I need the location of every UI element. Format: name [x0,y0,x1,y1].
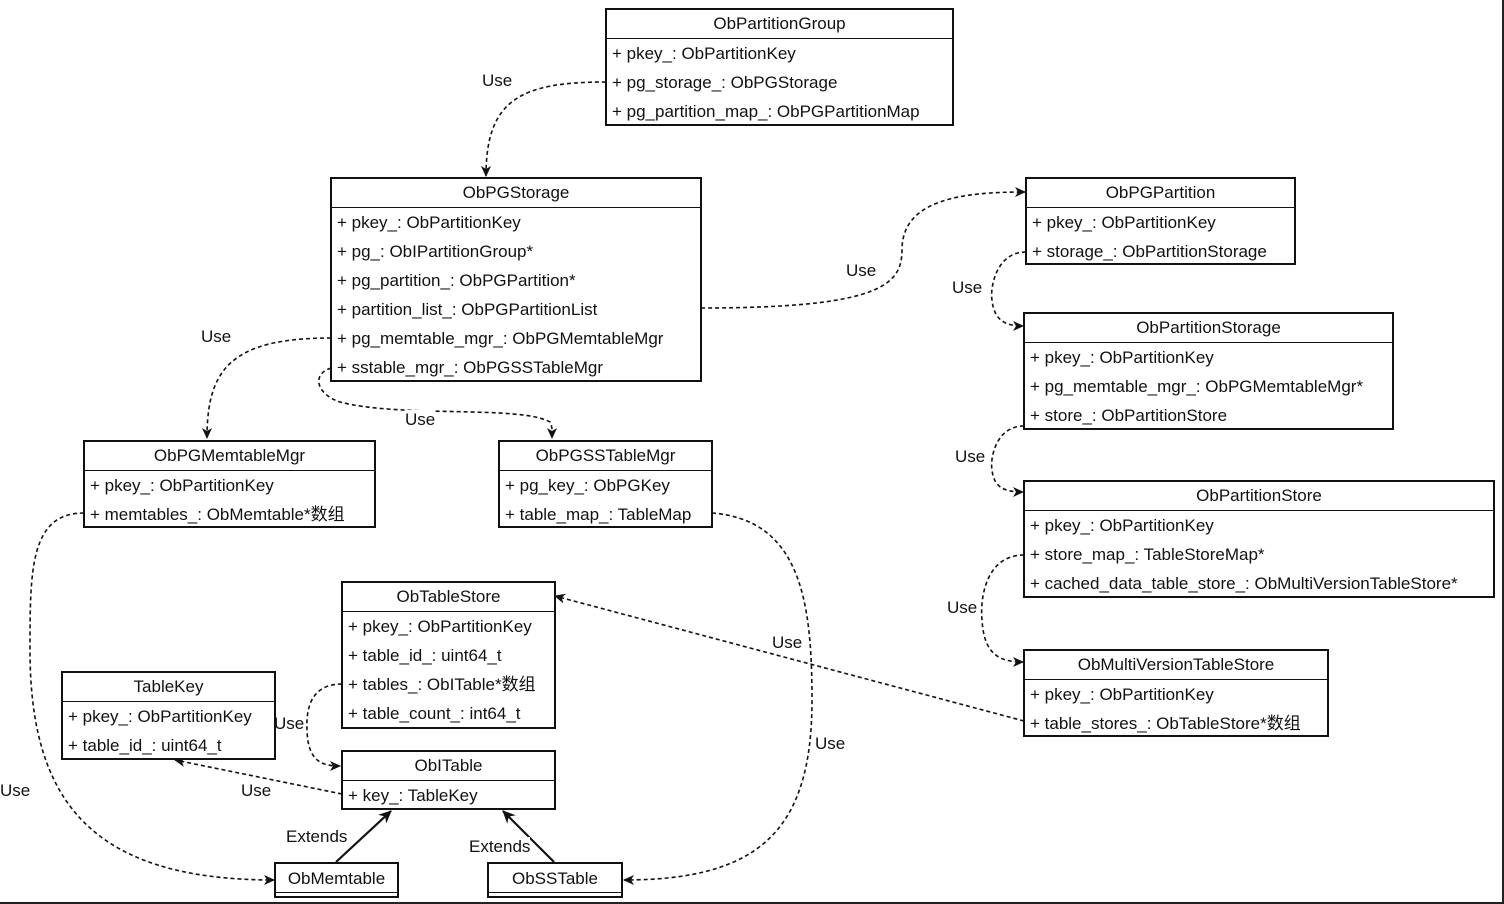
class-name: ObSSTable [512,869,598,888]
edge-itable-to-tablekey [174,757,343,795]
class-box-ob-partition-group[interactable]: ObPartitionGroup + pkey_: ObPartitionKey… [605,8,954,126]
edge-sstable-extends-itable [502,810,555,863]
class-box-ob-multi-version-table-store[interactable]: ObMultiVersionTableStore + pkey_: ObPart… [1023,649,1329,737]
class-box-ob-partition-store[interactable]: ObPartitionStore + pkey_: ObPartitionKey… [1023,480,1495,598]
class-attribute: + sstable_mgr_: ObPGSSTableMgr [337,358,603,377]
edge-partitionstorage-to-partitionstore [990,425,1025,497]
class-box-ob-sstable[interactable]: ObSSTable [487,862,623,898]
edge-label-use: Use [405,410,436,430]
class-box-ob-pg-storage[interactable]: ObPGStorage + pkey_: ObPartitionKey + pg… [330,177,702,382]
edge-memtable-extends-itable [335,810,392,863]
class-attribute: + pg_partition_map_: ObPGPartitionMap [612,102,920,121]
class-box-ob-i-table[interactable]: ObITable + key_: TableKey [341,750,556,810]
class-box-ob-pg-sstable-mgr[interactable]: ObPGSSTableMgr + pg_key_: ObPGKey + tabl… [498,440,713,528]
class-box-ob-memtable[interactable]: ObMemtable [274,862,399,898]
class-box-table-key[interactable]: TableKey + pkey_: ObPartitionKey + table… [61,671,276,760]
edge-label-use: Use [815,734,846,754]
edge-memtablemgr-to-memtable [29,512,275,885]
class-name: ObMultiVersionTableStore [1025,651,1327,680]
class-box-ob-pg-memtable-mgr[interactable]: ObPGMemtableMgr + pkey_: ObPartitionKey … [83,440,376,528]
class-attribute: + pkey_: ObPartitionKey [1030,516,1214,535]
edge-label-use: Use [482,71,513,91]
class-attribute: + pkey_: ObPartitionKey [1030,348,1214,367]
class-attribute: + pg_partition_: ObPGPartition* [337,271,576,290]
class-name: ObPGStorage [332,179,700,208]
edge-label-use: Use [947,598,978,618]
edge-label-use: Use [955,447,986,467]
edge-label-use: Use [846,261,877,281]
class-box-ob-table-store[interactable]: ObTableStore + pkey_: ObPartitionKey + t… [341,581,556,729]
class-attribute: + pg_: ObIPartitionGroup* [337,242,534,261]
class-attribute: + pg_memtable_mgr_: ObPGMemtableMgr* [1030,377,1364,396]
class-attribute: + cached_data_table_store_: ObMultiVersi… [1030,574,1458,593]
edge-label-extends: Extends [469,837,531,857]
edge-group-to-pgstorage [481,81,607,177]
class-name: ObMemtable [287,869,386,888]
class-attribute: + storage_: ObPartitionStorage [1032,242,1267,261]
edge-label-use: Use [772,633,803,653]
edge-sstablemgr-to-sstable [623,512,813,885]
edge-multiversion-to-tablestore [554,593,1025,722]
edge-pgstorage-to-pgpartition [700,187,1026,309]
edge-label-extends: Extends [286,827,348,847]
edge-label-use: Use [0,781,31,801]
class-attribute: + pkey_: ObPartitionKey [68,707,252,726]
edge-label-use: Use [952,278,983,298]
class-box-divider [489,892,621,893]
class-attribute: + pkey_: ObPartitionKey [90,476,274,495]
edge-partitionstore-to-multiversion [980,554,1025,667]
class-box-ob-pg-partition[interactable]: ObPGPartition + pkey_: ObPartitionKey + … [1025,177,1296,265]
edge-pgpartition-to-partitionstorage [990,251,1027,331]
class-attribute: + pg_memtable_mgr_: ObPGMemtableMgr [337,329,664,348]
class-attribute: + table_id_: uint64_t [68,736,222,755]
class-attribute: + table_id_: uint64_t [348,646,502,665]
class-attribute: + table_stores_: ObTableStore*数组 [1030,714,1301,733]
class-attribute: + table_count_: int64_t [348,704,521,723]
class-attribute: + key_: TableKey [348,786,478,805]
class-name: ObPartitionStore [1025,482,1493,511]
class-attribute: + store_: ObPartitionStore [1030,406,1228,425]
class-box-divider [276,892,397,893]
class-attribute: + tables_: ObITable*数组 [348,675,536,694]
edge-label-use: Use [241,781,272,801]
class-name: ObPartitionGroup [607,10,952,39]
class-name: ObPGMemtableMgr [85,442,374,471]
edge-label-use: Use [201,327,232,347]
class-box-ob-partition-storage[interactable]: ObPartitionStorage + pkey_: ObPartitionK… [1023,312,1394,430]
class-name: ObPartitionStorage [1025,314,1392,343]
class-attribute: + store_map_: TableStoreMap* [1030,545,1265,564]
class-attribute: + table_map_: TableMap [505,505,692,524]
class-attribute: + pg_storage_: ObPGStorage [612,73,838,92]
edge-pgstorage-to-memtablemgr [202,337,332,439]
edge-pgstorage-to-sstablemgr [318,367,558,439]
class-attribute: + pg_key_: ObPGKey [505,476,670,495]
edge-tablestore-to-itable [306,683,343,771]
edge-label-use: Use [274,714,305,734]
class-name: ObPGPartition [1027,179,1294,208]
class-name: ObPGSSTableMgr [500,442,711,471]
class-name: ObTableStore [343,583,554,612]
class-name: ObITable [343,752,554,781]
class-attribute: + pkey_: ObPartitionKey [1032,213,1216,232]
class-attribute: + partition_list_: ObPGPartitionList [337,300,598,319]
class-attribute: + pkey_: ObPartitionKey [1030,685,1214,704]
class-attribute: + memtables_: ObMemtable*数组 [90,505,345,524]
class-name: TableKey [63,673,274,702]
class-attribute: + pkey_: ObPartitionKey [337,213,521,232]
class-attribute: + pkey_: ObPartitionKey [612,44,796,63]
class-attribute: + pkey_: ObPartitionKey [348,617,532,636]
